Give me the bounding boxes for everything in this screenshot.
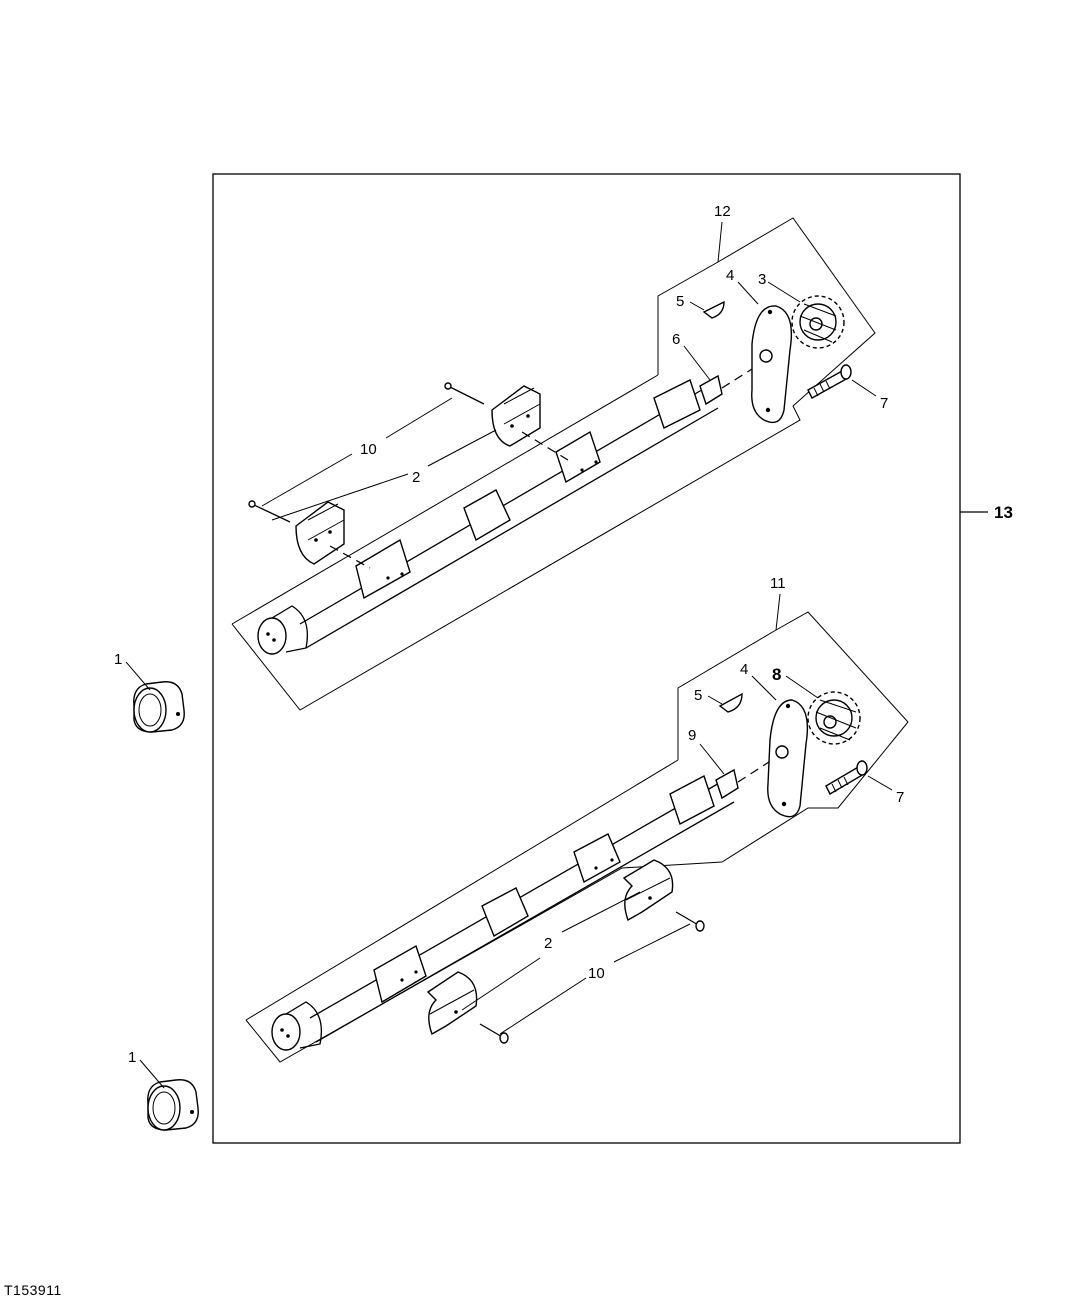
key-lower bbox=[718, 692, 743, 713]
callout-12-leader bbox=[717, 221, 723, 263]
callout-1-bottom-leader bbox=[139, 1059, 165, 1089]
callout-2-upper-leader-a bbox=[271, 473, 409, 521]
callout-11-leader bbox=[775, 593, 781, 631]
callout-2-lower-leader-b bbox=[561, 891, 641, 933]
callout-2-upper: 2 bbox=[412, 469, 420, 486]
callout-2-lower-leader-a bbox=[461, 957, 541, 1011]
callout-1-top-leader bbox=[125, 661, 151, 691]
callout-10-upper-leader-b bbox=[385, 397, 453, 439]
callout-4-upper-leader bbox=[737, 281, 759, 305]
shaft-end-cap-upper bbox=[257, 617, 287, 655]
callout-11: 11 bbox=[770, 575, 786, 592]
callout-10-upper-leader-a bbox=[261, 453, 353, 507]
callout-5-lower: 5 bbox=[694, 687, 702, 704]
shaft-end-cap-lower bbox=[271, 1013, 301, 1051]
callout-8: 8 bbox=[772, 665, 781, 684]
bearing-block-lower-left bbox=[426, 971, 478, 1036]
screw-upper-left bbox=[248, 500, 291, 523]
callout-4-lower-leader bbox=[751, 675, 777, 701]
mounting-plate-lower bbox=[767, 699, 809, 818]
mounting-plate-upper bbox=[751, 305, 793, 424]
callout-6-leader bbox=[683, 345, 711, 381]
bolt-lower bbox=[825, 760, 868, 795]
callout-7-lower: 7 bbox=[896, 789, 904, 806]
callout-7-upper-leader bbox=[851, 379, 877, 397]
bearing-block-lower-right bbox=[622, 859, 674, 922]
callout-3-leader bbox=[767, 281, 801, 303]
figure-id: T153911 bbox=[4, 1282, 62, 1298]
callout-10-lower-leader-b bbox=[613, 923, 691, 963]
callout-1-top: 1 bbox=[114, 651, 122, 668]
callout-4-upper: 4 bbox=[726, 267, 734, 284]
key-upper bbox=[702, 300, 725, 319]
upper-shaft-assembly: 12 6 5 4 bbox=[231, 203, 888, 711]
callout-7-lower-leader bbox=[867, 775, 893, 791]
callout-9-leader bbox=[699, 743, 725, 775]
callout-13: 13 bbox=[994, 503, 1013, 522]
screw-lower-left bbox=[479, 1023, 509, 1044]
bushing-top bbox=[133, 681, 185, 733]
callout-9: 9 bbox=[688, 727, 696, 744]
callout-5-upper-leader bbox=[689, 301, 705, 311]
callout-2-upper-leader-b bbox=[427, 429, 497, 467]
screw-upper-right bbox=[444, 382, 485, 405]
subassembly-11-boundary bbox=[245, 611, 909, 1063]
gear-3 bbox=[791, 295, 845, 349]
callout-5-lower-leader bbox=[707, 695, 723, 705]
assembly-frame bbox=[212, 173, 961, 1144]
gear-8 bbox=[807, 691, 861, 745]
callout-6: 6 bbox=[672, 331, 680, 348]
callout-10-upper: 10 bbox=[360, 441, 377, 458]
callout-3: 3 bbox=[758, 271, 766, 288]
subassembly-12-boundary bbox=[231, 217, 876, 711]
screw-lower-right bbox=[675, 911, 705, 932]
bushing-bottom bbox=[147, 1079, 199, 1131]
callout-5-upper: 5 bbox=[676, 293, 684, 310]
bearing-block-upper-right bbox=[491, 385, 541, 447]
callout-7-upper: 7 bbox=[880, 395, 888, 412]
callout-12: 12 bbox=[714, 203, 731, 220]
bolt-upper bbox=[807, 364, 852, 399]
callout-1-bottom: 1 bbox=[128, 1049, 136, 1066]
callout-10-lower: 10 bbox=[588, 965, 605, 982]
lower-shaft-assembly: 11 9 5 4 bbox=[245, 575, 909, 1063]
callout-10-lower-leader-a bbox=[499, 977, 587, 1035]
callout-4-lower: 4 bbox=[740, 661, 748, 678]
callout-8-leader bbox=[785, 675, 819, 699]
callout-2-lower: 2 bbox=[544, 935, 552, 952]
